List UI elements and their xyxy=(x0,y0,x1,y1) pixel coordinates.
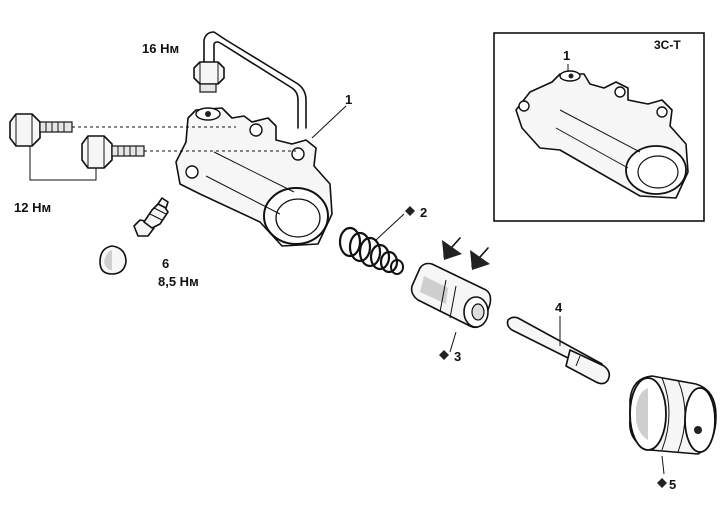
part-label-5: 5 xyxy=(669,477,676,492)
mounting-bolt-lower xyxy=(81,135,296,169)
grease-arrow-icon-left xyxy=(442,237,462,260)
piston xyxy=(410,262,492,353)
mounting-bolt-upper xyxy=(9,113,236,147)
push-rod xyxy=(506,316,611,385)
bleeder-cap xyxy=(99,245,127,275)
inset-3ct: 3C-T 1 xyxy=(493,32,705,222)
part-label-4: 4 xyxy=(555,300,563,315)
inset-title: 3C-T xyxy=(654,38,681,52)
replace-diamond-icon-2 xyxy=(405,206,415,216)
torque-label-pipe: 16 Нм xyxy=(142,41,179,56)
grease-arrow-icon-right xyxy=(470,247,490,270)
torque-label-bolts: 12 Нм xyxy=(14,200,51,215)
inset-cylinder-body xyxy=(515,70,689,199)
replace-diamond-icon-3 xyxy=(439,350,449,360)
part-label-6: 6 xyxy=(162,256,169,271)
torque-label-bleeder: 8,5 Нм xyxy=(158,274,199,289)
part-label-2: 2 xyxy=(420,205,427,220)
part-label-1: 1 xyxy=(345,92,352,107)
pipe-fitting xyxy=(193,31,307,129)
dust-boot xyxy=(629,375,717,475)
cylinder-body xyxy=(175,105,347,247)
replace-diamond-icon-5 xyxy=(657,478,667,488)
part-label-3: 3 xyxy=(454,349,461,364)
bleeder-screw xyxy=(133,197,169,237)
spring xyxy=(338,213,405,275)
inset-label-1: 1 xyxy=(563,48,570,63)
